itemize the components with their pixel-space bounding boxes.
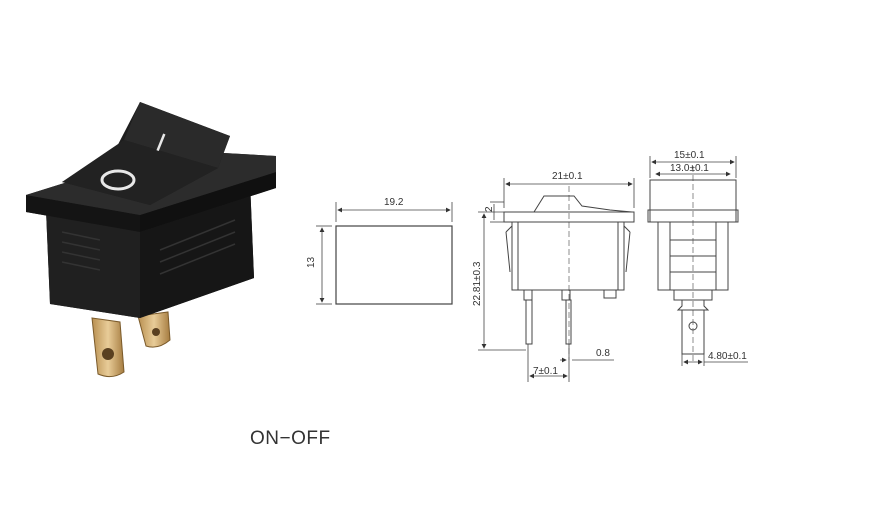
- end-view: [647, 156, 748, 366]
- mode-caption: ON−OFF: [250, 428, 331, 449]
- side-width-label: 21±0.1: [552, 171, 583, 182]
- off-symbol: [100, 169, 136, 191]
- inner-width-label: 13.0±0.1: [670, 163, 709, 174]
- side-view: [478, 178, 635, 382]
- terminal-width-label: 4.80±0.1: [708, 351, 747, 362]
- switch-photo: I: [26, 102, 276, 378]
- terminal-left: [91, 317, 125, 378]
- total-height-label: 22.81±0.3: [472, 261, 483, 306]
- pin-thickness-label: 0.8: [596, 348, 610, 359]
- cap-height-label: 2: [484, 206, 495, 212]
- outer-width-label: 15±0.1: [674, 150, 705, 161]
- front-height-label: 13: [306, 256, 317, 268]
- front-width-label: 19.2: [384, 197, 404, 208]
- pin-pitch-label: 7±0.1: [533, 366, 558, 377]
- front-view: [316, 202, 453, 305]
- front-outline: [335, 225, 453, 305]
